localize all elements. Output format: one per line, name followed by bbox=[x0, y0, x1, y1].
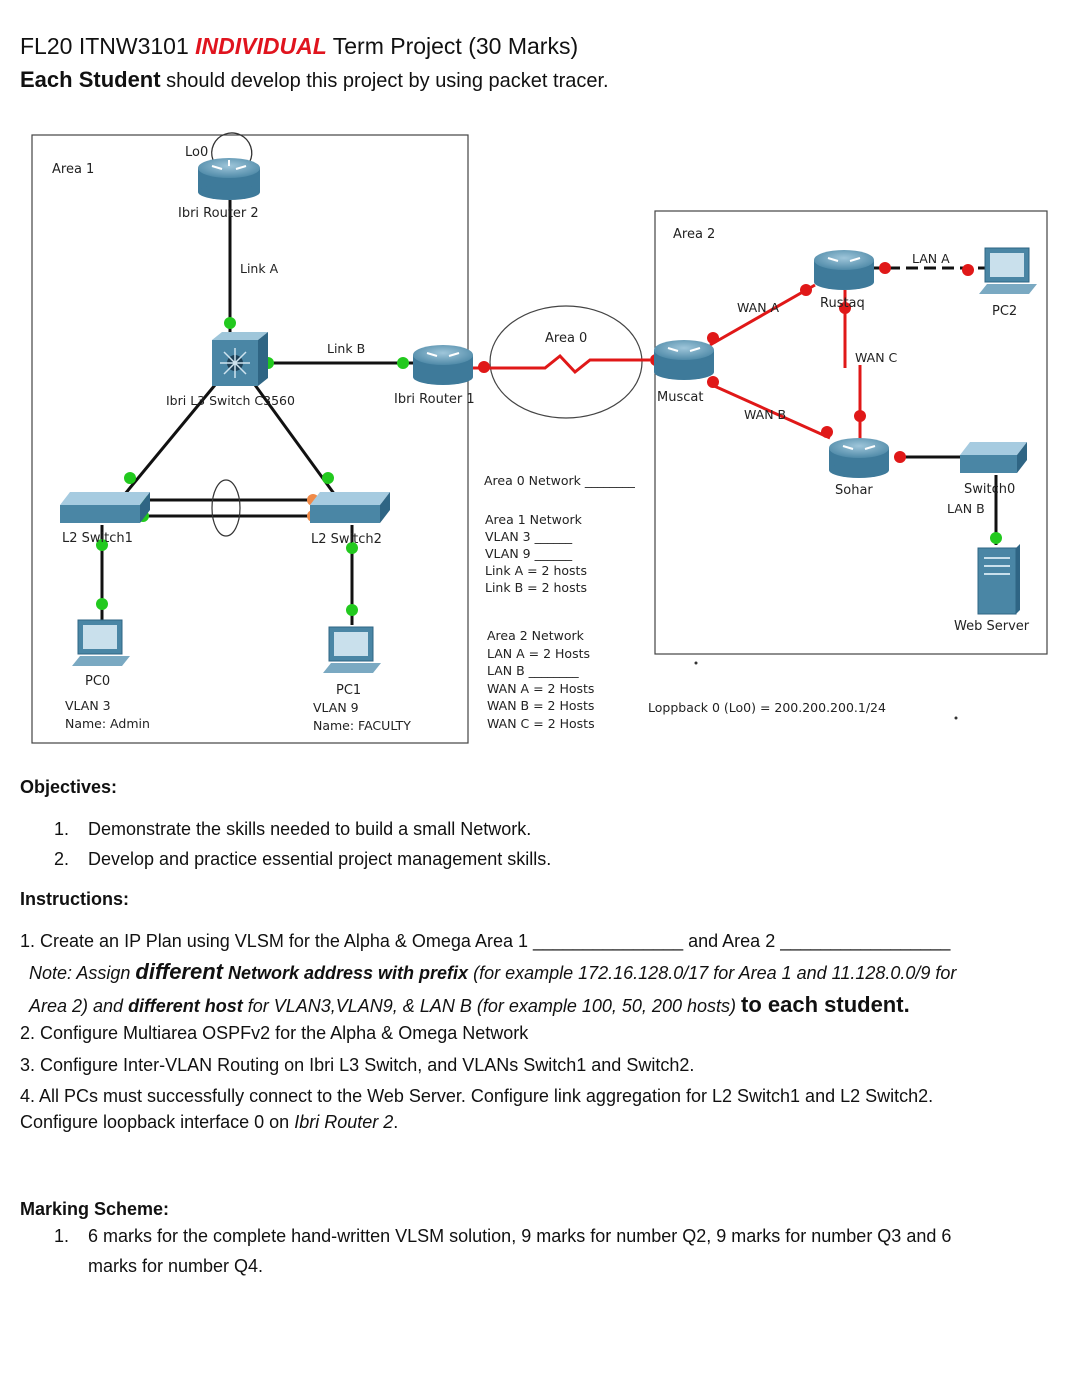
objectives-heading: Objectives: bbox=[20, 777, 118, 797]
lan-a-label: LAN A bbox=[912, 251, 950, 266]
etherchannel-ellipse bbox=[211, 479, 241, 537]
lo0-label: Lo0 bbox=[185, 145, 208, 160]
ibri-router1-label: Ibri Router 1 bbox=[394, 392, 475, 407]
switch0-label: Switch0 bbox=[964, 482, 1015, 497]
area2-network-line: LAN A = 2 Hosts bbox=[487, 646, 590, 661]
objective-item: 1.Demonstrate the skills needed to build… bbox=[54, 819, 532, 839]
lan-b-label: LAN B bbox=[947, 501, 985, 516]
ibri-router2-label: Ibri Router 2 bbox=[178, 206, 259, 221]
router-icon bbox=[413, 345, 473, 385]
title-prefix: FL20 ITNW3101 bbox=[20, 33, 196, 59]
router-icon bbox=[198, 158, 260, 200]
switch-icon bbox=[960, 442, 1027, 473]
server-icon bbox=[977, 544, 1020, 615]
pc1-label: PC1 bbox=[336, 683, 361, 698]
area1-network-line: VLAN 3 ______ bbox=[485, 529, 573, 544]
wan-a-label: WAN A bbox=[737, 300, 780, 315]
marking-item-1-cont: marks for number Q4. bbox=[88, 1256, 264, 1276]
page-title: FL20 ITNW3101 INDIVIDUAL Term Project (3… bbox=[20, 32, 578, 60]
network-diagram: Area 1 Area 2 Area 0 Lo0 Ibri Router 2 L… bbox=[31, 132, 1048, 744]
area1-network-line: Link B = 2 hosts bbox=[485, 580, 587, 595]
area0-network: Area 0 Network ________ bbox=[484, 473, 636, 488]
loopback-info: Loppback 0 (Lo0) = 200.200.200.1/24 bbox=[648, 700, 886, 715]
switch-icon bbox=[60, 492, 150, 523]
area2-network-line: WAN B = 2 Hosts bbox=[487, 698, 594, 713]
area1-network-line: Link A = 2 hosts bbox=[485, 563, 587, 578]
subtitle-rest: should develop this project by using pac… bbox=[160, 70, 609, 92]
instruction-item-4: 4. All PCs must successfully connect to … bbox=[20, 1086, 934, 1106]
area2-box bbox=[654, 210, 1048, 655]
area2-network-line: WAN A = 2 Hosts bbox=[487, 681, 594, 696]
multilayer-switch-icon bbox=[212, 332, 268, 386]
area2-network-heading: Area 2 Network bbox=[487, 628, 585, 643]
l2-switch1-label: L2 Switch1 bbox=[62, 531, 133, 546]
title-emphasis: INDIVIDUAL bbox=[195, 33, 327, 59]
wan-c-label: WAN C bbox=[855, 350, 898, 365]
instructions-heading: Instructions: bbox=[20, 889, 130, 909]
pc-icon bbox=[72, 619, 130, 666]
stray-dot bbox=[954, 716, 958, 720]
marking-item-1: 1.6 marks for the complete hand-written … bbox=[54, 1226, 952, 1246]
pc0-label: PC0 bbox=[85, 674, 110, 689]
instruction-item-3: 3. Configure Inter-VLAN Routing on Ibri … bbox=[20, 1055, 695, 1075]
link-a-label: Link A bbox=[240, 261, 279, 276]
web-server-label: Web Server bbox=[954, 619, 1030, 634]
sohar-label: Sohar bbox=[835, 483, 873, 498]
router-icon bbox=[654, 340, 714, 380]
switch-icon bbox=[310, 492, 390, 523]
link-b-label: Link B bbox=[327, 341, 365, 356]
instruction-item-2: 2. Configure Multiarea OSPFv2 for the Al… bbox=[20, 1023, 529, 1043]
subtitle: Each Student should develop this project… bbox=[20, 67, 609, 94]
subtitle-bold: Each Student bbox=[20, 67, 161, 92]
instruction-note-line1: Note: Assign different Network address w… bbox=[29, 959, 957, 984]
pc-icon bbox=[979, 247, 1037, 294]
area1-box bbox=[31, 134, 469, 744]
serial-links bbox=[470, 283, 862, 440]
marking-heading: Marking Scheme: bbox=[20, 1199, 170, 1219]
title-suffix: Term Project (30 Marks) bbox=[326, 33, 579, 59]
area2-network-line: WAN C = 2 Hosts bbox=[487, 716, 595, 731]
muscat-label: Muscat bbox=[657, 390, 703, 405]
pc0-vlan: VLAN 3 bbox=[65, 698, 111, 713]
instruction-note-line2: Area 2) and different host for VLAN3,VLA… bbox=[29, 992, 910, 1017]
wan-b-label: WAN B bbox=[744, 407, 786, 422]
pc-icon bbox=[323, 626, 381, 673]
area0-ellipse bbox=[489, 305, 643, 419]
rustaq-label: Rustaq bbox=[820, 296, 865, 311]
area0-label: Area 0 bbox=[545, 331, 587, 346]
pc2-label: PC2 bbox=[992, 304, 1017, 319]
area1-network-line: VLAN 9 ______ bbox=[485, 546, 573, 561]
router-icon bbox=[814, 250, 874, 290]
pc0-name: Name: Admin bbox=[65, 716, 150, 731]
ibri-l3-switch-label: Ibri L3 Switch C3560 bbox=[166, 393, 295, 408]
area1-network-heading: Area 1 Network bbox=[485, 512, 583, 527]
l2-switch2-label: L2 Switch2 bbox=[311, 532, 382, 547]
router-icon bbox=[829, 438, 889, 478]
area2-label: Area 2 bbox=[673, 227, 715, 242]
instruction-item-1: 1. Create an IP Plan using VLSM for the … bbox=[20, 931, 951, 951]
instruction-item-4b: Configure loopback interface 0 on Ibri R… bbox=[20, 1112, 399, 1132]
stray-dot bbox=[694, 661, 698, 665]
pc1-name: Name: FACULTY bbox=[313, 718, 411, 733]
pc1-vlan: VLAN 9 bbox=[313, 700, 359, 715]
area1-label: Area 1 bbox=[52, 162, 94, 177]
area2-network-line: LAN B ________ bbox=[487, 663, 579, 678]
objective-item: 2.Develop and practice essential project… bbox=[54, 849, 552, 869]
